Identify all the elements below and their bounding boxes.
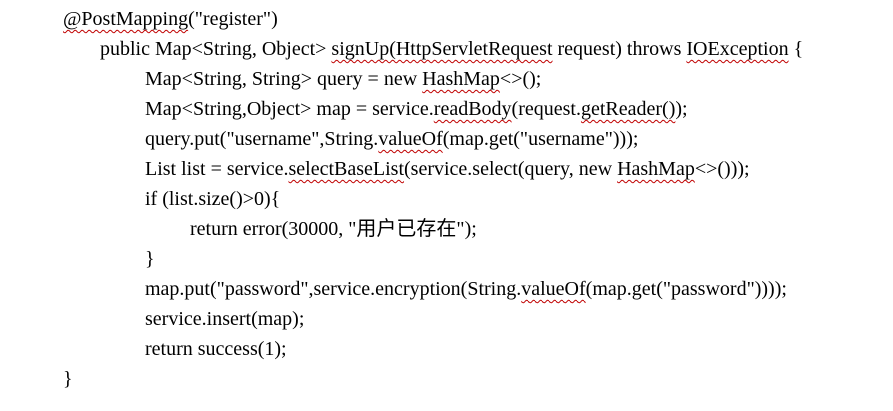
code-text: public Map<String, Object> — [100, 38, 332, 60]
code-text: if (list.size()>0){ — [145, 188, 281, 210]
code-text: service.insert(map); — [145, 308, 305, 330]
code-line: query.put("username",String.valueOf(map.… — [0, 124, 893, 154]
code-line: Map<String, String> query = new HashMap<… — [0, 64, 893, 94]
code-text: <>(); — [499, 68, 542, 90]
misspelled-code-text: readBody — [433, 98, 512, 120]
code-text: List list = service. — [145, 158, 289, 180]
misspelled-code-text: getReader() — [580, 98, 676, 120]
code-line: List list = service.selectBaseList(servi… — [0, 154, 893, 184]
code-text: request) throws — [552, 38, 687, 60]
misspelled-code-text: @PostMapping — [63, 8, 189, 30]
code-line: service.insert(map); — [0, 304, 893, 334]
code-text: return error(30000, "用户已存在"); — [190, 218, 477, 240]
code-line: public Map<String, Object> signUp(HttpSe… — [0, 34, 893, 64]
code-text: (map.get("username"))); — [442, 128, 639, 150]
code-text: return success(1); — [145, 338, 287, 360]
code-text: query.put("username",String. — [145, 128, 379, 150]
code-line: Map<String,Object> map = service.readBod… — [0, 94, 893, 124]
code-text: ("register") — [188, 8, 278, 30]
code-text: Map<String, String> query = new — [145, 68, 423, 90]
misspelled-code-text: signUp(HttpServletRequest — [331, 38, 553, 60]
code-block: @PostMapping("register")public Map<Strin… — [0, 4, 893, 394]
misspelled-code-text: HashMap — [422, 68, 500, 90]
code-text: Map<String,Object> map = service. — [145, 98, 434, 120]
code-line: @PostMapping("register") — [0, 4, 893, 34]
misspelled-code-text: selectBaseList — [288, 158, 405, 180]
code-line: } — [0, 364, 893, 394]
code-text: { — [788, 38, 804, 60]
code-text: ); — [675, 98, 688, 120]
code-text: (service.select(query, new — [404, 158, 618, 180]
code-line: return error(30000, "用户已存在"); — [0, 214, 893, 244]
code-text: (request. — [511, 98, 581, 120]
code-line: } — [0, 244, 893, 274]
code-line: return success(1); — [0, 334, 893, 364]
code-text: <>())); — [694, 158, 750, 180]
code-text: } — [63, 368, 73, 390]
code-text: } — [145, 248, 155, 270]
code-line: if (list.size()>0){ — [0, 184, 893, 214]
code-text: map.put("password",service.encryption(St… — [145, 278, 522, 300]
misspelled-code-text: IOException — [686, 38, 789, 60]
misspelled-code-text: valueOf — [378, 128, 443, 150]
code-line: map.put("password",service.encryption(St… — [0, 274, 893, 304]
misspelled-code-text: HashMap — [617, 158, 695, 180]
misspelled-code-text: valueOf — [521, 278, 586, 300]
code-text: (map.get("password")))); — [585, 278, 787, 300]
